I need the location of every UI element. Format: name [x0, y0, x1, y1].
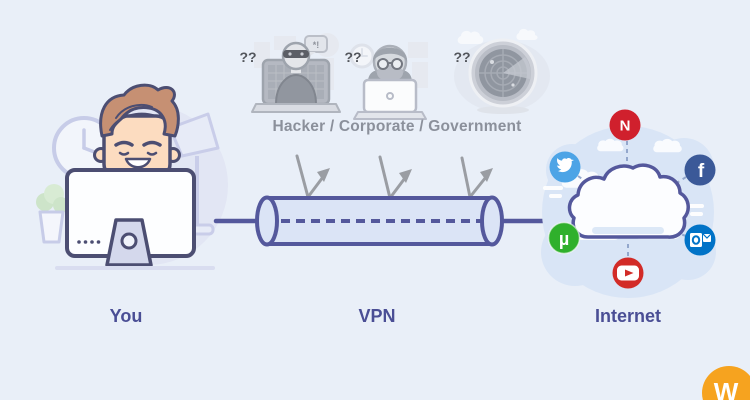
you-label: You [110, 306, 143, 326]
deflected-arrow [378, 155, 412, 200]
question-mark-hacker: ?? [239, 49, 256, 65]
hacker-body [274, 73, 318, 105]
eyebrow-left [114, 140, 134, 147]
monitor-vent-dots [77, 240, 101, 244]
twitter-bird [557, 157, 574, 173]
tunnel-left-cap [255, 195, 279, 247]
speech-bubble-text: *! [313, 40, 320, 50]
deflected-arrow [295, 154, 330, 199]
utorrent-letter: µ [559, 229, 569, 249]
netflix-icon: N [609, 109, 641, 141]
tunnel-right-cap [480, 195, 504, 247]
watermark-logo: W [702, 366, 750, 400]
hacker-laptop-base [251, 103, 341, 113]
you-scene: You [36, 83, 228, 326]
internet-scene: N f µ Internet [541, 109, 716, 326]
question-mark-government: ?? [453, 49, 470, 65]
eyebrow-right [142, 140, 162, 147]
netflix-letter: N [620, 118, 631, 135]
cloud-decor-right [516, 28, 538, 40]
outlook-icon [684, 224, 716, 256]
speed-dashes [543, 186, 704, 216]
glasses-left [377, 58, 389, 70]
vpn-tunnel: VPN [213, 195, 557, 326]
eye-left [118, 151, 130, 156]
corporate-agent-icon [349, 42, 428, 120]
question-mark-corporate: ?? [344, 49, 361, 65]
deflected-arrows [295, 154, 493, 200]
computer-monitor [65, 168, 196, 267]
eye-right [146, 151, 158, 156]
internet-label: Internet [595, 306, 661, 326]
twitter-icon [549, 151, 581, 183]
facebook-icon: f [684, 154, 716, 186]
facebook-letter: f [698, 161, 705, 182]
threats-row: *! ?? [239, 28, 550, 135]
corporate-hair [372, 47, 408, 62]
youtube-play-triangle [625, 269, 634, 277]
youtube-icon [612, 257, 644, 289]
deflected-arrow [460, 156, 493, 199]
person [93, 83, 181, 180]
corporate-laptop-base [353, 111, 427, 120]
mouth [124, 157, 152, 169]
radar-sweep [503, 57, 531, 79]
vpn-label: VPN [358, 306, 395, 326]
cloud-shading [592, 227, 664, 234]
corporate-laptop-lid [362, 78, 418, 114]
hacker-in-laptop-icon: *! [251, 33, 341, 113]
stand-cable-hole [120, 232, 138, 250]
glasses-right [391, 58, 403, 70]
hacker-mask [283, 50, 309, 58]
internet-cloud [567, 163, 690, 239]
utorrent-icon: µ [547, 221, 581, 255]
government-radar-icon [454, 28, 550, 114]
cloud-decor-left [457, 30, 484, 44]
threats-caption: Hacker / Corporate / Government [272, 118, 521, 135]
watermark-letter: W [714, 377, 739, 400]
